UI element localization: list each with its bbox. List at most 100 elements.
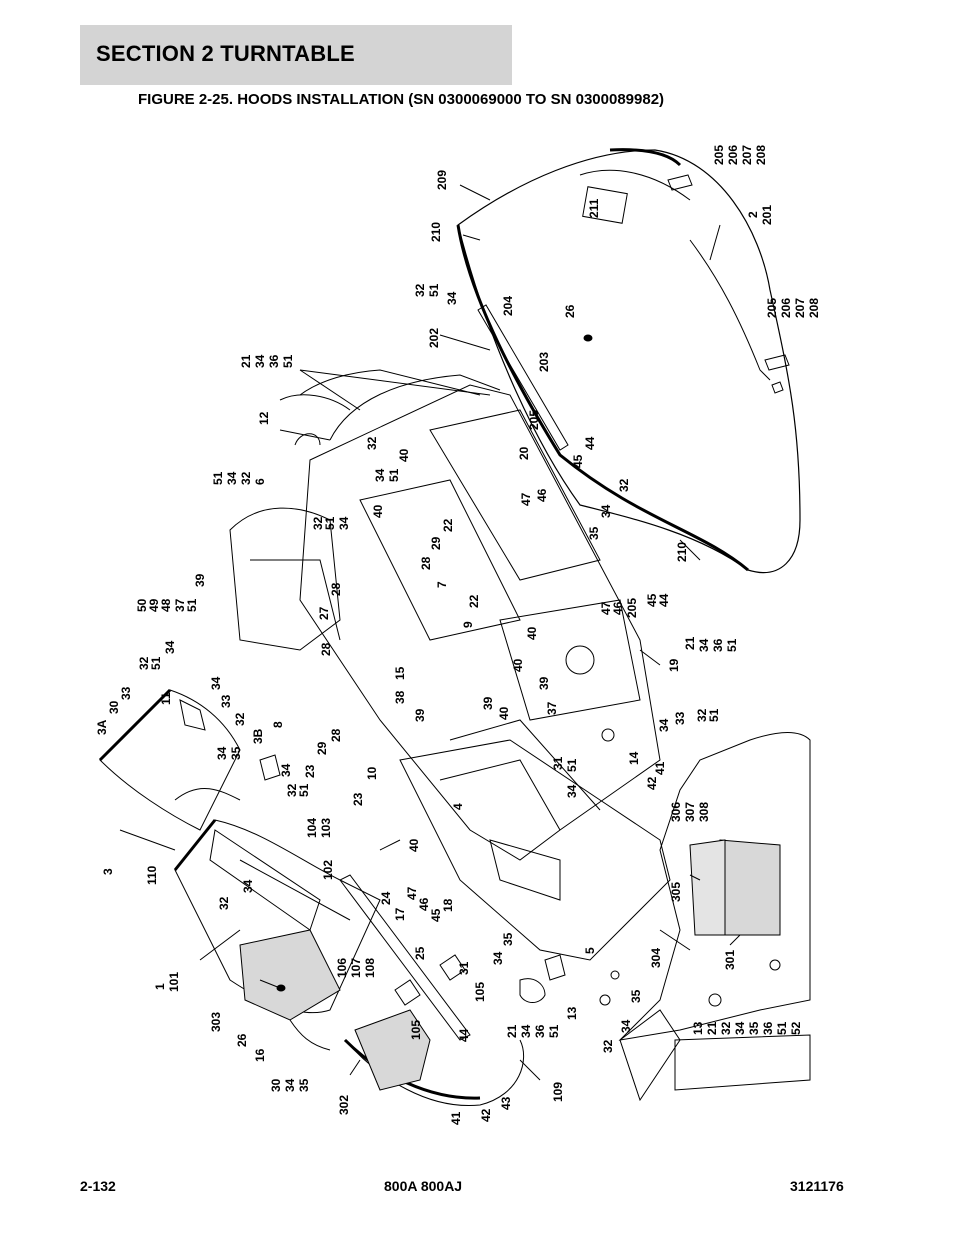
callout: 17 bbox=[393, 907, 407, 921]
callout: 13 bbox=[565, 1006, 579, 1020]
callout: 33 bbox=[219, 694, 233, 708]
callout: 34 bbox=[599, 504, 613, 518]
callout: 34 bbox=[209, 676, 223, 690]
callout: 51 bbox=[297, 783, 311, 797]
callout: 46 bbox=[535, 488, 549, 502]
callout: 3B bbox=[251, 728, 265, 744]
callout: 45 bbox=[429, 908, 443, 922]
callout: 46 bbox=[611, 601, 625, 615]
callout: 32 bbox=[365, 436, 379, 450]
callout: 207 bbox=[793, 298, 807, 318]
callout: 34 bbox=[445, 291, 459, 305]
callout: 32 bbox=[413, 283, 427, 297]
panel-301 bbox=[719, 839, 781, 936]
callout: 35 bbox=[229, 746, 243, 760]
figure-title: FIGURE 2-25. HOODS INSTALLATION (SN 0300… bbox=[138, 91, 665, 108]
callout: 51 bbox=[185, 598, 199, 612]
callout: 41 bbox=[449, 1111, 463, 1125]
panel-302 bbox=[354, 1009, 431, 1091]
callout: 15 bbox=[393, 666, 407, 680]
callout: 32 bbox=[239, 471, 253, 485]
callout: 34 bbox=[253, 354, 267, 368]
callout: 31 bbox=[551, 756, 565, 770]
callout: 12 bbox=[257, 411, 271, 425]
callout: 16 bbox=[253, 1048, 267, 1062]
callout: 3 bbox=[101, 868, 115, 875]
callout: 51 bbox=[775, 1021, 789, 1035]
callout: 51 bbox=[565, 758, 579, 772]
callout: 207 bbox=[740, 145, 754, 165]
callout: 47 bbox=[405, 886, 419, 900]
callout: 42 bbox=[479, 1108, 493, 1122]
callout: 9 bbox=[461, 621, 475, 628]
callout: 21 bbox=[505, 1024, 519, 1038]
callout: 48 bbox=[159, 598, 173, 612]
section-header-bar bbox=[80, 25, 512, 85]
callout: 40 bbox=[497, 706, 511, 720]
callout: 201 bbox=[760, 205, 774, 225]
callout: 103 bbox=[319, 818, 333, 838]
callout: 34 bbox=[733, 1021, 747, 1035]
callout: 109 bbox=[551, 1082, 565, 1102]
callout: 40 bbox=[525, 626, 539, 640]
callout: 301 bbox=[723, 950, 737, 970]
callout: 32 bbox=[311, 516, 325, 530]
callout: 35 bbox=[629, 989, 643, 1003]
callout: 28 bbox=[329, 582, 343, 596]
callout: 307 bbox=[683, 802, 697, 822]
callout: 32 bbox=[719, 1021, 733, 1035]
callout: 51 bbox=[387, 468, 401, 482]
callout: 210 bbox=[429, 222, 443, 242]
callout: 28 bbox=[329, 728, 343, 742]
callout: 13 bbox=[691, 1021, 705, 1035]
callout: 39 bbox=[193, 573, 207, 587]
callout: 32 bbox=[285, 783, 299, 797]
callout: 35 bbox=[297, 1078, 311, 1092]
callout: 29 bbox=[315, 741, 329, 755]
callout: 40 bbox=[511, 658, 525, 672]
callout: 40 bbox=[407, 838, 421, 852]
counterweight bbox=[618, 732, 811, 1041]
callout: 102 bbox=[321, 860, 335, 880]
callout: 105 bbox=[473, 982, 487, 1002]
callout: 41 bbox=[653, 761, 667, 775]
panel-303 bbox=[239, 929, 341, 1021]
callout: 34 bbox=[657, 718, 671, 732]
turntable-frame bbox=[299, 384, 661, 861]
callout: 34 bbox=[519, 1024, 533, 1038]
callout: 21 bbox=[683, 636, 697, 650]
callout: 39 bbox=[413, 708, 427, 722]
callout: 205 bbox=[527, 410, 541, 430]
callout: 305 bbox=[669, 882, 683, 902]
callout: 35 bbox=[747, 1021, 761, 1035]
callout: 44 bbox=[457, 1028, 471, 1042]
callout: 33 bbox=[673, 711, 687, 725]
callout: 39 bbox=[481, 696, 495, 710]
callout: 37 bbox=[173, 598, 187, 612]
callout: 210 bbox=[675, 542, 689, 562]
callout: 206 bbox=[726, 145, 740, 165]
callout: 40 bbox=[371, 504, 385, 518]
callout: 205 bbox=[712, 145, 726, 165]
callout: 1 bbox=[153, 983, 167, 990]
callout: 24 bbox=[379, 891, 393, 905]
callout: 23 bbox=[351, 792, 365, 806]
callout: 44 bbox=[657, 593, 671, 607]
callout: 11 bbox=[159, 692, 173, 705]
callout: 34 bbox=[565, 784, 579, 798]
callout: 34 bbox=[697, 638, 711, 652]
panel-3 bbox=[99, 689, 241, 831]
callout: 32 bbox=[233, 712, 247, 726]
callout: 43 bbox=[499, 1096, 513, 1110]
callout: 45 bbox=[645, 593, 659, 607]
callout: 35 bbox=[587, 526, 601, 540]
callout: 308 bbox=[697, 802, 711, 822]
callout: 27 bbox=[317, 606, 331, 620]
callout: 202 bbox=[427, 328, 441, 348]
callout: 37 bbox=[545, 701, 559, 715]
callout: 22 bbox=[441, 518, 455, 532]
callout: 36 bbox=[533, 1024, 547, 1038]
callout: 302 bbox=[337, 1095, 351, 1115]
model-label: 800A 800AJ bbox=[384, 1178, 463, 1194]
